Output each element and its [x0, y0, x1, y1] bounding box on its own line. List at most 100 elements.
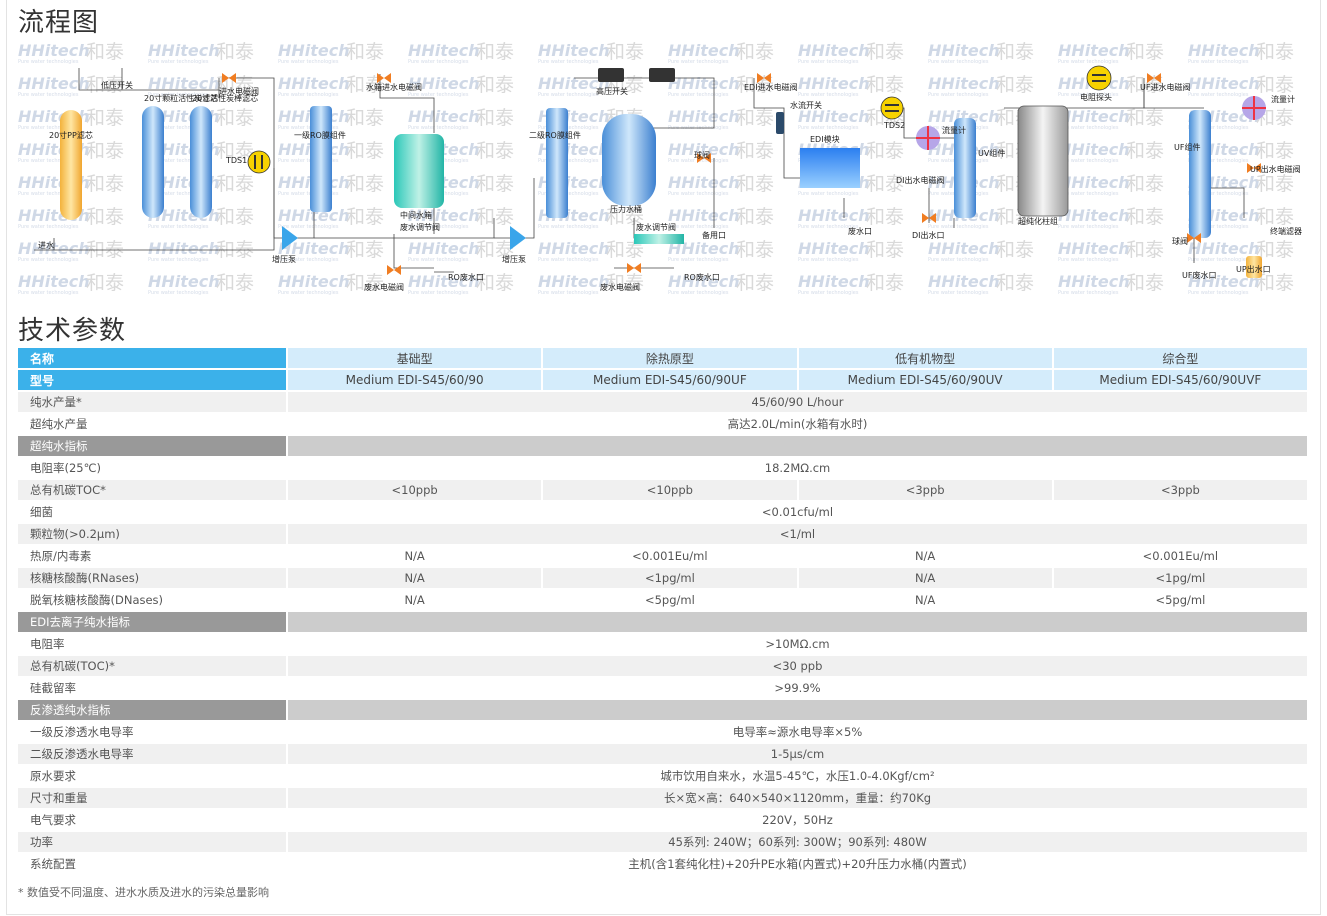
watermark-cn: 和泰	[736, 239, 774, 261]
watermark-brand: HHitech	[538, 41, 610, 60]
page-frame	[6, 0, 1321, 915]
watermark-cn: 和泰	[606, 239, 644, 261]
watermark-cn: 和泰	[346, 107, 384, 129]
svg-text:20寸颗粒活性炭滤芯: 20寸颗粒活性炭滤芯	[144, 93, 218, 103]
watermark-cn: 和泰	[736, 173, 774, 195]
watermark-sub: Pure water technologies	[928, 290, 989, 296]
watermark-cn: 和泰	[476, 239, 514, 261]
valve-icon	[922, 213, 936, 223]
section-row: EDI去离子纯水指标	[18, 612, 1307, 632]
watermark-sub: Pure water technologies	[538, 290, 599, 296]
svg-text:高压开关: 高压开关	[596, 86, 628, 96]
watermark-brand: HHitech	[408, 239, 480, 258]
watermark-sub: Pure water technologies	[148, 158, 209, 164]
watermark-brand: HHitech	[148, 41, 220, 60]
watermark-brand: HHitech	[668, 41, 740, 60]
svg-text:TDS1: TDS1	[225, 156, 247, 165]
watermark-brand: HHitech	[18, 41, 90, 60]
watermark-cn: 和泰	[866, 272, 904, 294]
watermark-cn: 和泰	[346, 272, 384, 294]
watermark-cn: 和泰	[1256, 140, 1294, 162]
watermark-sub: Pure water technologies	[18, 290, 79, 296]
row-value: 220V，50Hz	[286, 810, 1307, 830]
watermark-sub: Pure water technologies	[278, 92, 339, 98]
watermark-brand: HHitech	[798, 206, 870, 225]
watermark-cn: 和泰	[736, 140, 774, 162]
watermark-sub: Pure water technologies	[278, 191, 339, 197]
row-label: EDI去离子纯水指标	[18, 612, 286, 632]
row-value: 长×宽×高：640×540×1120mm，重量：约70Kg	[286, 788, 1307, 808]
watermark-sub: Pure water technologies	[408, 224, 469, 230]
svg-text:RO废水口: RO废水口	[684, 272, 720, 282]
valve-icon	[1187, 233, 1201, 243]
watermark-brand: HHitech	[538, 74, 610, 93]
watermark-brand: HHitech	[18, 74, 90, 93]
watermark-sub: Pure water technologies	[18, 59, 79, 65]
watermark-sub: Pure water technologies	[538, 59, 599, 65]
watermark-sub: Pure water technologies	[1188, 290, 1249, 296]
table-row: 电阻率(25℃)18.2MΩ.cm	[18, 458, 1307, 478]
watermark-brand: HHitech	[408, 41, 480, 60]
svg-text:UF组件: UF组件	[1174, 142, 1200, 152]
watermark-sub: Pure water technologies	[278, 290, 339, 296]
valve-icon	[697, 153, 711, 163]
watermark-brand: HHitech	[1058, 107, 1130, 126]
row-value: 45/60/90 L/hour	[286, 392, 1307, 412]
row-cell: N/A	[286, 546, 542, 566]
watermark-cn: 和泰	[1126, 206, 1164, 228]
watermark-sub: Pure water technologies	[148, 290, 209, 296]
header-cell: Medium EDI-S45/60/90UF	[541, 370, 797, 390]
watermark-brand: HHitech	[1058, 173, 1130, 192]
watermark-cn: 和泰	[476, 272, 514, 294]
watermark-brand: HHitech	[538, 239, 610, 258]
row-label: 功率	[18, 832, 286, 852]
watermark-brand: HHitech	[668, 74, 740, 93]
row-label: 总有机碳TOC*	[18, 480, 286, 500]
svg-text:UP出水电磁阀: UP出水电磁阀	[1250, 164, 1301, 174]
row-value: <30 ppb	[286, 656, 1307, 676]
watermark-sub: Pure water technologies	[538, 257, 599, 263]
watermark-brand: HHitech	[148, 74, 220, 93]
watermark-sub: Pure water technologies	[408, 257, 469, 263]
watermark-sub: Pure water technologies	[798, 224, 859, 230]
watermark-cn: 和泰	[476, 173, 514, 195]
watermark-sub: Pure water technologies	[148, 59, 209, 65]
watermark-brand: HHitech	[798, 239, 870, 258]
row-label: 脱氧核糖核酸酶(DNases)	[18, 590, 286, 610]
watermark-brand: HHitech	[1188, 239, 1260, 258]
watermark-sub: Pure water technologies	[278, 125, 339, 131]
valve-icon	[627, 263, 641, 273]
svg-text:UF进水电磁阀: UF进水电磁阀	[1140, 82, 1190, 92]
watermark-cn: 和泰	[1256, 239, 1294, 261]
row-label: 系统配置	[18, 854, 286, 874]
watermark-sub: Pure water technologies	[798, 191, 859, 197]
watermark-cn: 和泰	[1126, 74, 1164, 96]
watermark-sub: Pure water technologies	[408, 92, 469, 98]
valve-icon	[1147, 73, 1161, 83]
watermark-cn: 和泰	[1256, 173, 1294, 195]
svg-text:进水: 进水	[38, 240, 54, 250]
valve-icon	[1247, 163, 1261, 173]
row-label: 细菌	[18, 502, 286, 522]
header-cell: Medium EDI-S45/60/90UV	[796, 370, 1052, 390]
watermark-sub: Pure water technologies	[668, 290, 729, 296]
watermark-brand: HHitech	[798, 107, 870, 126]
watermark-sub: Pure water technologies	[798, 125, 859, 131]
watermark-sub: Pure water technologies	[1058, 59, 1119, 65]
watermark-sub: Pure water technologies	[408, 125, 469, 131]
svg-text:超纯化柱组: 超纯化柱组	[1018, 216, 1058, 226]
svg-text:EDI进水电磁阀: EDI进水电磁阀	[744, 82, 798, 92]
section-fill	[286, 700, 1307, 720]
watermark-cn: 和泰	[1126, 272, 1164, 294]
footnote: * 数值受不同温度、进水水质及进水的污染总量影响	[18, 886, 269, 899]
watermark-sub: Pure water technologies	[668, 191, 729, 197]
header-cell: 除热原型	[541, 348, 797, 368]
watermark-sub: Pure water technologies	[18, 191, 79, 197]
svg-text:UF废水口: UF废水口	[1182, 270, 1216, 280]
flow-labels: 低压开关 进水电磁阀 20寸PP滤芯 20寸颗粒活性炭滤芯 20寸活性炭棒滤芯 …	[38, 80, 1302, 292]
watermark-brand: HHitech	[278, 41, 350, 60]
